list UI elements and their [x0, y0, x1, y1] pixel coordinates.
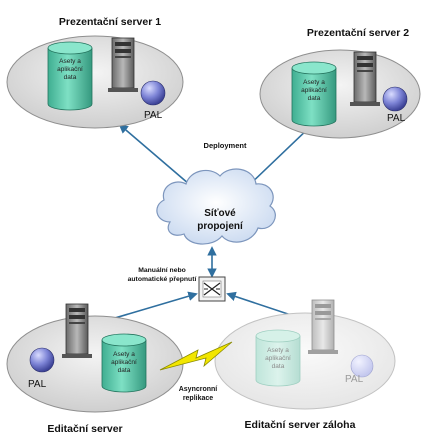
edit-server-main: Asety a aplikační data PAL Editační serv…: [6, 303, 184, 435]
pal-label: PAL: [345, 374, 364, 385]
db-label-line1: Asety a: [113, 351, 135, 358]
arrow-server2-cloud: [242, 123, 314, 192]
pal-ball-icon: [140, 80, 166, 106]
replication-label-line2: replikace: [183, 395, 213, 402]
deployment-label: Deployment: [204, 141, 247, 150]
db-label-line2: aplikační: [111, 359, 137, 366]
server-tower-icon: [108, 37, 138, 92]
pal-ball-icon: [350, 354, 374, 378]
server-tower-icon: [308, 299, 338, 354]
network-label-line2: propojení: [197, 221, 244, 232]
presentation-server-1: Asety a aplikační data PAL Prezentační s…: [6, 16, 184, 129]
db-label-line2: aplikační: [57, 66, 83, 73]
db-label-line3: data: [272, 363, 285, 370]
switch-label-line2: automatické přepnutí: [128, 276, 198, 283]
network-cloud-icon: [156, 168, 276, 245]
pal-label: PAL: [387, 113, 406, 124]
db-label-line1: Asety a: [59, 58, 81, 65]
server-title: Editační server záloha: [245, 419, 356, 431]
db-label-line1: Asety a: [303, 79, 325, 86]
pal-ball-icon: [382, 86, 408, 112]
server-tower-icon: [62, 303, 92, 358]
switch-icon: [198, 276, 226, 302]
database-cylinder: [291, 61, 337, 127]
arrow-server1-cloud: [118, 123, 198, 192]
db-label-line2: aplikační: [265, 355, 291, 362]
database-cylinder: [255, 329, 301, 387]
switch-label-line1: Manuální nebo: [138, 267, 186, 274]
pal-label: PAL: [144, 110, 163, 121]
replication-bolt-icon: [159, 341, 233, 371]
db-label-line3: data: [308, 95, 321, 102]
server-tower-icon: [350, 51, 380, 106]
server-title: Prezentační server 1: [59, 16, 161, 28]
db-label-line3: data: [64, 74, 77, 81]
database-cylinder: [47, 41, 93, 111]
pal-label: PAL: [28, 379, 47, 390]
server-title: Editační server: [47, 423, 122, 435]
server-title: Prezentační server 2: [307, 27, 409, 39]
replication-label-line1: Asyncronní: [179, 386, 219, 393]
db-label-line3: data: [118, 367, 131, 374]
edit-server-backup: Asety a aplikační data PAL Editační serv…: [214, 299, 396, 431]
db-label-line1: Asety a: [267, 347, 289, 354]
database-cylinder: [101, 333, 147, 393]
presentation-server-2: Asety a aplikační data PAL Prezentační s…: [259, 27, 421, 139]
pal-ball-icon: [29, 347, 55, 373]
db-label-line2: aplikační: [301, 87, 327, 94]
network-label-line1: Síťové: [204, 208, 236, 219]
